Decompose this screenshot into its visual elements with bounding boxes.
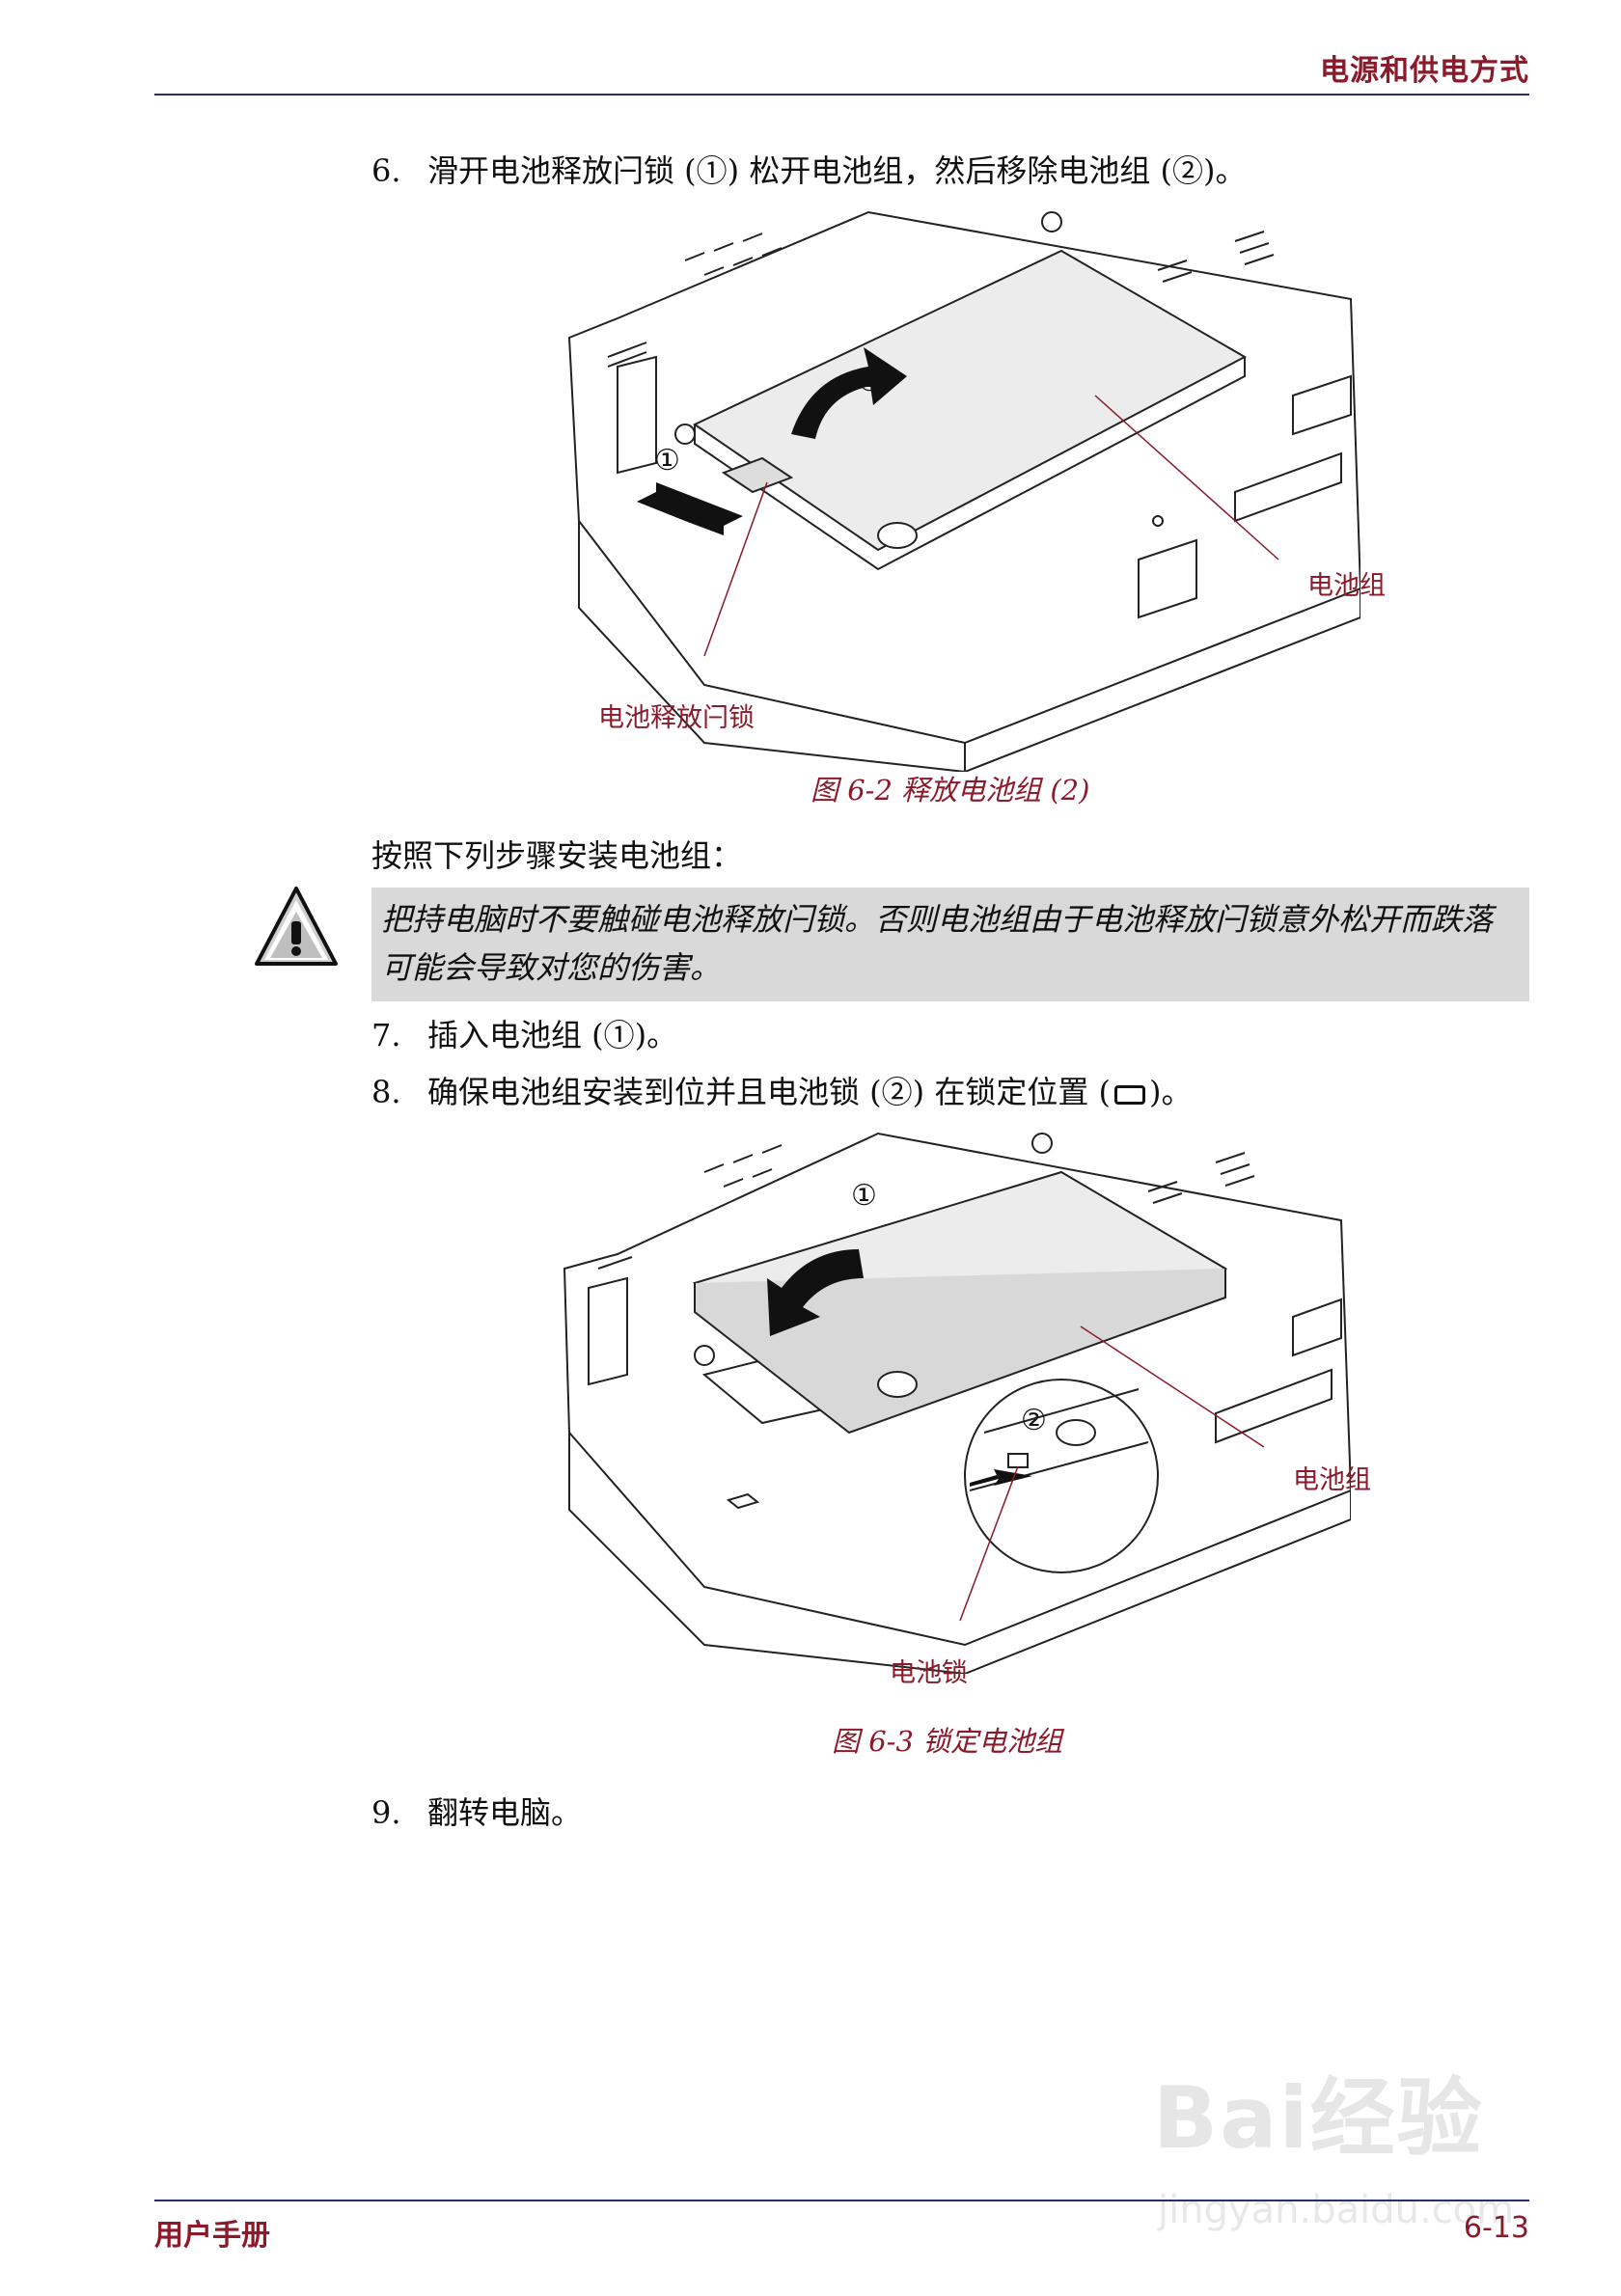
step-number: 6. [371,152,401,189]
install-intro: 按照下列步骤安装电池组： [371,837,743,874]
step-number: 8. [371,1074,401,1110]
step-text: 插入电池组 (①)。 [427,1017,678,1053]
watermark-logo: Bai经验 [1153,2068,1484,2168]
step-9: 9. 翻转电脑。 [371,1789,582,1833]
step-6: 6. 滑开电池释放闩锁 (①) 松开电池组，然后移除电池组 (②)。 [371,147,1246,191]
marker-1: ① [654,444,680,478]
footer-rule [154,2200,1529,2201]
step-text: 翻转电脑。 [427,1794,583,1831]
battery-release-illustration [567,210,1362,773]
marker-2: ② [1021,1404,1047,1437]
section-title: 电源和供电方式 [1320,54,1529,88]
step-text: 滑开电池释放闩锁 (①) 松开电池组，然后移除电池组 (②)。 [427,152,1247,189]
label-battery-pack: 电池组 [1293,1465,1371,1495]
warning-box [371,888,1529,1001]
step-number: 7. [371,1017,401,1053]
marker-1: ① [851,1179,877,1213]
label-release-latch: 电池释放闩锁 [598,703,755,733]
marker-2: ② [857,365,883,398]
figure-caption: 图 6-3 锁定电池组 [832,1725,1063,1758]
figure-battery-release: ① ② [560,203,1362,773]
label-battery-lock: 电池锁 [890,1658,968,1688]
step-text-before: 确保电池组安装到位并且电池锁 (②) 在锁定位置 ( [427,1074,1111,1110]
step-number: 9. [371,1794,401,1831]
footer-manual-title: 用户手册 [154,2219,270,2253]
header-rule [154,94,1529,96]
figure-caption: 图 6-2 释放电池组 (2) [810,774,1090,806]
label-battery-pack: 电池组 [1307,571,1386,601]
step-text-after: )。 [1148,1074,1193,1110]
warning-text: 把持电脑时不要触碰电池释放闩锁。否则电池组由于电池释放闩锁意外松开而跌落可能会导… [381,901,1494,986]
watermark-url: jingyan.baidu.com [1158,2188,1515,2232]
page-number: 6-13 [1463,2211,1529,2245]
lock-position-icon [1113,1084,1145,1105]
step-8: 8. 确保电池组安装到位并且电池锁 (②) 在锁定位置 ( )。 [371,1068,1192,1112]
figure-battery-lock: ① ② [560,1124,1353,1675]
battery-lock-illustration [563,1132,1353,1675]
warning-triangle-icon [253,883,340,971]
step-7: 7. 插入电池组 (①)。 [371,1011,677,1055]
